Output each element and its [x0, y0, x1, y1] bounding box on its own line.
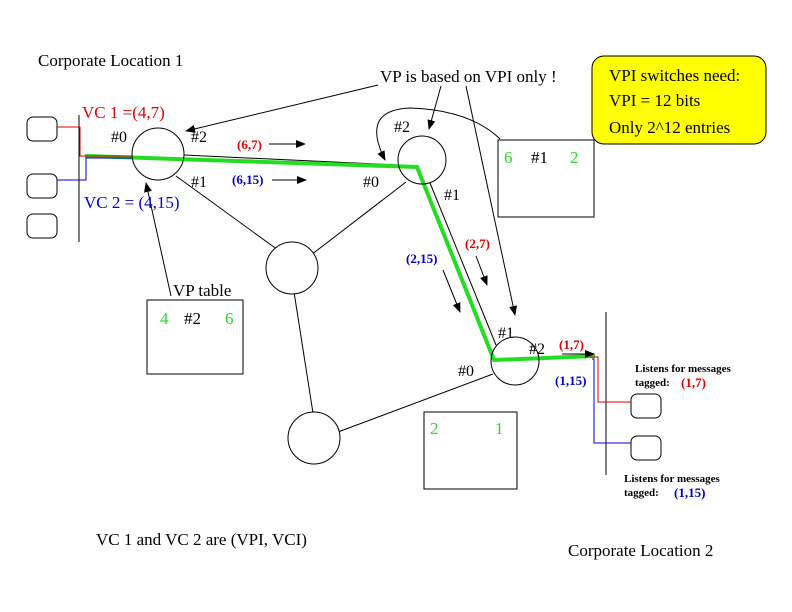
- switch-5: [287, 411, 341, 465]
- tag-6-15: (6,15): [232, 172, 263, 187]
- vp3-out: 1: [495, 419, 504, 438]
- s3-port-0: #0: [458, 363, 474, 380]
- vp-table-1: [146, 299, 244, 375]
- terminal-4: [630, 393, 662, 419]
- s1-port-2: #2: [191, 129, 207, 146]
- vpi-callout: [591, 55, 767, 145]
- callout-line-2: VPI = 12 bits: [609, 91, 700, 110]
- tag-2-7: (2,7): [465, 236, 490, 251]
- vp2-out: 2: [570, 148, 579, 167]
- listen-2-tag: (1,15): [674, 485, 705, 500]
- vp-path: [84, 154, 596, 363]
- vp-table-3: [423, 411, 518, 490]
- switch-1: [131, 127, 185, 181]
- terminal-3: [26, 213, 58, 239]
- terminal-2: [26, 173, 58, 199]
- terminal-5: [630, 435, 662, 461]
- corp-location-1-label: Corporate Location 1: [38, 51, 183, 70]
- listen-2-line-1: Listens for messages: [624, 473, 720, 485]
- vp1-in: 4: [160, 309, 169, 328]
- s2-port-2: #2: [394, 119, 410, 136]
- edge-n5-s3: [337, 373, 494, 433]
- listen-1-tag: (1,7): [681, 375, 706, 390]
- arrow-switch2-loop: [376, 107, 501, 161]
- s1-port-1: #1: [191, 174, 207, 191]
- vp3-in: 2: [430, 419, 439, 438]
- listen-1-line-1: Listens for messages: [635, 363, 731, 375]
- s3-port-1: #1: [498, 325, 514, 342]
- vp-note: VP is based on VPI only !: [380, 67, 557, 86]
- vp1-port: #2: [184, 309, 201, 328]
- listen-2-line-2: tagged:: [624, 487, 659, 499]
- callout-line-3: Only 2^12 entries: [609, 118, 730, 137]
- vc2-wire-out: [592, 358, 631, 444]
- vp1-out: 6: [225, 309, 234, 328]
- vp-table-2: [497, 139, 595, 218]
- edge-n4-n5: [293, 291, 314, 414]
- vp2-port: #1: [531, 148, 548, 167]
- vc2-wire: [57, 157, 132, 181]
- s1-port-0: #0: [111, 129, 127, 146]
- switch-4: [265, 241, 319, 295]
- vp-table-title: VP table: [173, 281, 231, 300]
- tag-2-15: (2,15): [406, 251, 437, 266]
- corp-location-2-label: Corporate Location 2: [568, 541, 713, 560]
- callout-line-1: VPI switches need:: [609, 66, 740, 85]
- listen-1-line-2: tagged:: [635, 377, 670, 389]
- arrow-table1-to-switch1: [144, 182, 172, 297]
- tag-1-7: (1,7): [559, 337, 584, 352]
- vc1-wire: [57, 126, 132, 157]
- arrow-vp-to-switch1: [185, 84, 379, 133]
- edge-s2-s3: [429, 182, 497, 346]
- s3-port-2: #2: [529, 341, 545, 358]
- arrow-tag-27: [475, 255, 488, 286]
- switch-3: [490, 336, 540, 386]
- arrow-vp-to-switch2: [427, 85, 442, 130]
- vc2-label: VC 2 = (4,15): [84, 193, 180, 212]
- edge-s2-n4: [310, 181, 407, 256]
- edge-s1-n4: [175, 175, 279, 251]
- s2-port-1: #1: [444, 187, 460, 204]
- terminal-1: [26, 116, 58, 142]
- vc1-wire-out: [590, 356, 631, 403]
- tag-1-15: (1,15): [555, 373, 586, 388]
- switch-2: [397, 135, 447, 185]
- vc1-label: VC 1 =(4,7): [82, 103, 165, 122]
- tag-6-7: (6,7): [237, 137, 262, 152]
- s2-port-0: #0: [363, 174, 379, 191]
- vc-note: VC 1 and VC 2 are (VPI, VCI): [96, 530, 307, 549]
- arrow-vp-to-switch3: [465, 85, 518, 316]
- arrow-tag-215: [442, 269, 461, 313]
- vp2-in: 6: [504, 148, 513, 167]
